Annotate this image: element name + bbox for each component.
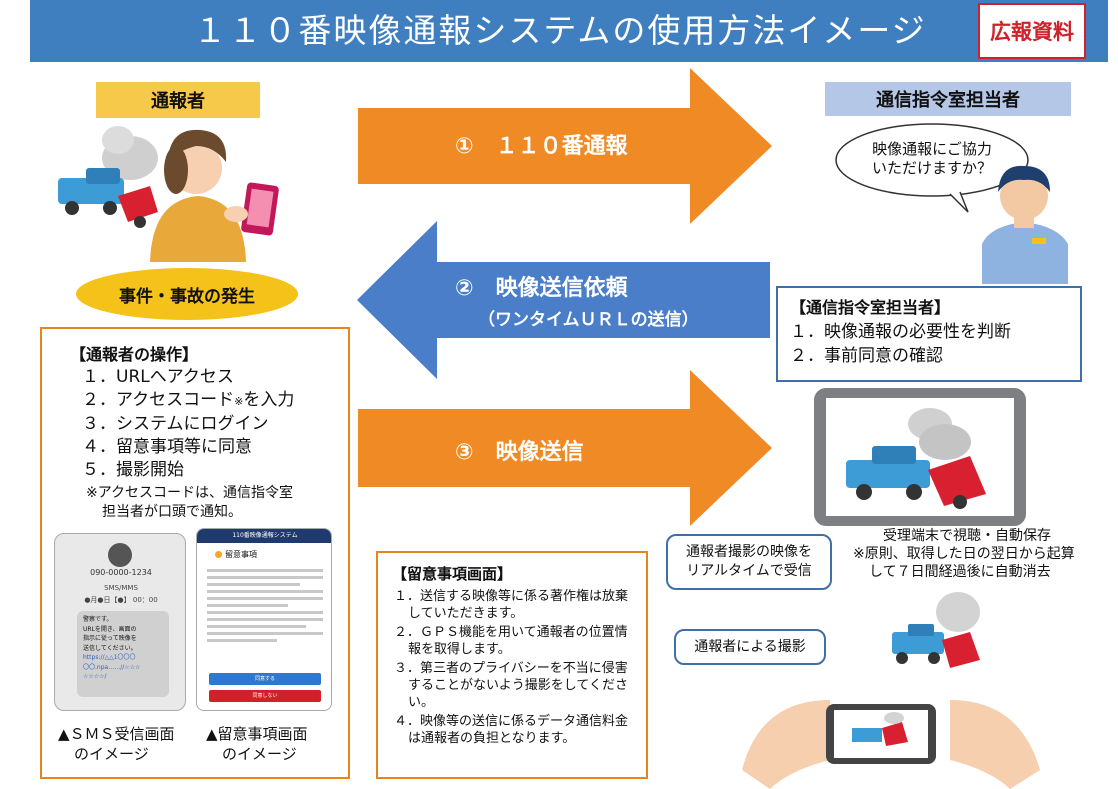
step2-sublabel: （ワンタイムＵＲＬの送信） — [478, 310, 699, 330]
notice-dot-icon — [215, 551, 222, 558]
speech-bubble-operator — [835, 123, 1029, 213]
sms-caption-line1: ▲ＳＭＳ受信画面 — [58, 725, 175, 743]
sms-message-line: URLを開き、画面の — [83, 625, 137, 633]
note-item: １．送信する映像等に係る著作権は放棄していただきます。 — [394, 589, 629, 621]
notice-screen-mockup: 110番映像通報システム 留意事項 同意する 同意しない — [196, 528, 332, 711]
notice-caption: ▲留意事項画面 のイメージ — [206, 724, 308, 764]
sms-link-line: ☆☆☆☆/ — [83, 673, 107, 680]
arrow-step3 — [358, 370, 772, 526]
realtime-line1: 通報者撮影の映像を — [686, 544, 812, 560]
speech-line-2: いただけますか？ — [871, 159, 992, 177]
operation-item-mark: ※ — [234, 395, 244, 408]
notes-heading: 【留意事項画面】 — [392, 565, 513, 583]
step1-label: ① １１０番通報 — [455, 134, 628, 159]
realtime-callout: 通報者撮影の映像を リアルタイムで受信 — [666, 534, 832, 590]
reception-line2: ※原則、取得した日の翌日から起算 — [853, 546, 1075, 562]
notice-text-placeholder — [207, 569, 323, 646]
operation-item: １．URLへアクセス — [82, 367, 234, 387]
reception-line1: 受理端末で視聴・自動保存 — [883, 528, 1051, 544]
sms-message-line: 指示に従って映像を — [83, 635, 137, 642]
operations-note-line2: 担当者が口頭で通知。 — [102, 504, 242, 520]
notice-title: 留意事項 — [215, 549, 257, 560]
command-box-item: ２．事前同意の確認 — [790, 346, 943, 366]
notice-title-text: 留意事項 — [225, 550, 257, 559]
reporter-label: 通報者 — [96, 82, 260, 118]
press-release-badge: 広報資料 — [978, 3, 1086, 59]
operation-item: ４．留意事項等に同意 — [82, 437, 252, 457]
notice-app-header: 110番映像通報システム — [197, 529, 331, 543]
operation-item: ５．撮影開始 — [82, 460, 184, 480]
arrow-step1 — [358, 68, 772, 224]
reception-line3: して７日間経過後に自動消去 — [869, 564, 1051, 580]
note-item: ４．映像等の送信に係るデータ通信料金は通報者の負担となります。 — [394, 714, 629, 746]
sms-screen-mockup: 090-0000-1234 SMS/MMS ●月●日【●】 00：00 警察です… — [54, 533, 186, 711]
step3-label: ③ 映像送信 — [455, 440, 584, 465]
command-center-box: 【通信指令室担当者】 １．映像通報の必要性を判断 ２．事前同意の確認 — [776, 286, 1082, 382]
command-center-label: 通信指令室担当者 — [825, 82, 1071, 116]
note-item: ３．第三者のプライバシーを不当に侵害することがないよう撮影をしてください。 — [394, 661, 628, 710]
operations-note-line1: ※アクセスコードは、通信指令室 — [86, 485, 294, 501]
step2-label: ② 映像送信依頼 — [455, 276, 628, 301]
hands-holding-phone — [742, 700, 1040, 789]
sms-message-line: 送信してください。 — [83, 644, 137, 652]
avatar — [108, 543, 132, 567]
sms-caption: ▲ＳＭＳ受信画面 のイメージ — [58, 724, 175, 764]
sms-date: ●月●日【●】 00：00 — [84, 596, 158, 604]
operator-speech-text: 映像通報にご協力 いただけますか？ — [838, 128, 1026, 190]
operation-item: ３．システムにログイン — [82, 414, 269, 434]
incident-label: 事件・事故の発生 — [76, 268, 298, 320]
command-box-item: １．映像通報の必要性を判断 — [790, 322, 1011, 342]
notice-caption-line2: のイメージ — [222, 745, 297, 763]
arrow-step2 — [357, 221, 770, 379]
crash-illustration-left — [58, 126, 158, 228]
operation-item-suffix: を入力 — [243, 390, 295, 410]
notice-items-box: 【留意事項画面】 １．送信する映像等に係る著作権は放棄していただきます。 ２．Ｇ… — [376, 551, 648, 779]
title-bar — [30, 0, 1108, 62]
decline-button: 同意しない — [209, 690, 321, 702]
sms-type: SMS/MMS — [104, 584, 138, 592]
crash-illustration-bottom — [892, 592, 980, 668]
speech-line-1: 映像通報にご協力 — [872, 140, 992, 158]
operation-item-access-code: ２．アクセスコード※を入力 — [70, 389, 294, 413]
sms-link-line: 〇〇.npa……//☆☆☆ — [83, 663, 141, 671]
agree-button: 同意する — [209, 673, 321, 685]
note-item: ２．ＧＰＳ機能を用いて通報者の位置情報を取得します。 — [394, 625, 628, 657]
operator-person — [982, 165, 1068, 284]
realtime-line2: リアルタイムで受信 — [686, 563, 812, 579]
reception-note: 受理端末で視聴・自動保存 ※原則、取得した日の翌日から起算 して７日間経過後に自… — [853, 527, 1075, 581]
page-title: １１０番映像通報システムの使用方法イメージ — [193, 11, 927, 50]
reporter-person — [150, 129, 279, 262]
sms-message-line: 警察です。 — [83, 616, 113, 623]
sms-link-line: https://△△1〇〇〇 — [83, 654, 136, 661]
shooting-callout: 通報者による撮影 — [674, 629, 826, 665]
sms-message-bubble: 警察です。 URLを開き、画面の 指示に従って映像を 送信してください。 htt… — [77, 611, 169, 697]
operation-item-text: ２．アクセスコード — [82, 390, 235, 410]
operations-heading: 【通報者の操作】 — [70, 345, 199, 364]
sms-sender-number: 090-0000-1234 — [90, 568, 152, 577]
notice-caption-line1: ▲留意事項画面 — [206, 725, 308, 743]
sms-caption-line2: のイメージ — [74, 745, 149, 763]
command-box-heading: 【通信指令室担当者】 — [790, 298, 951, 317]
